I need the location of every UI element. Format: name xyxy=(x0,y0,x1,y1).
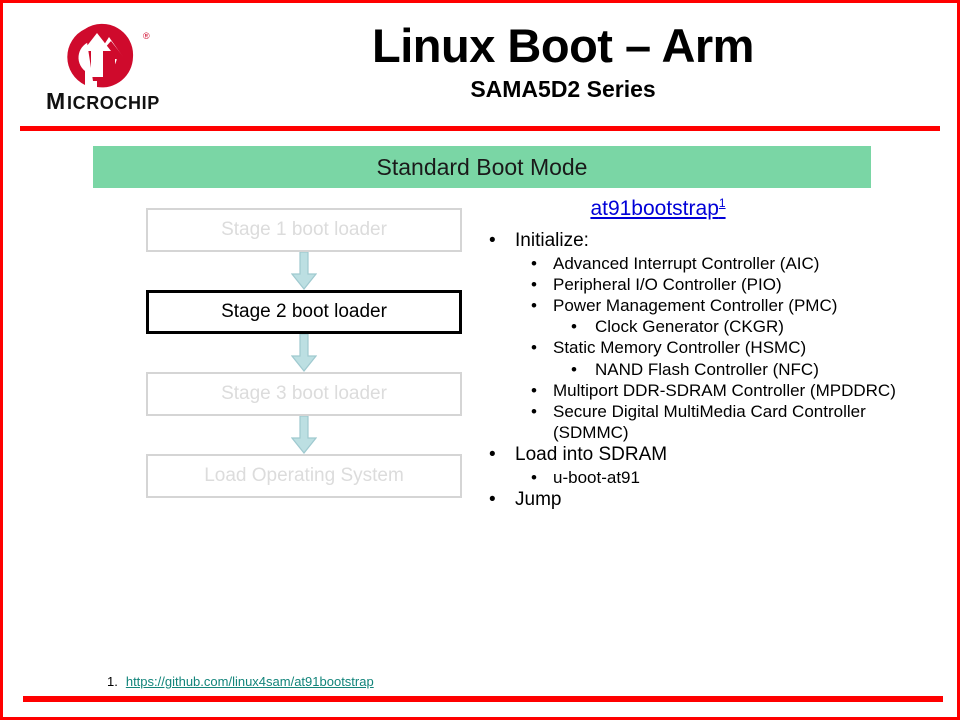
microchip-logo: ® M ICROCHIP xyxy=(45,21,185,116)
flow-box-label: Stage 3 boot loader xyxy=(221,383,387,404)
list-item: Power Management Controller (PMC) Clock … xyxy=(515,295,903,337)
down-arrow-icon xyxy=(291,334,317,372)
flow-arrow-2 xyxy=(146,334,462,372)
bullet-text: Initialize: xyxy=(515,229,903,252)
svg-text:®: ® xyxy=(143,31,150,41)
boot-stage-flowchart: Stage 1 boot loader Stage 2 boot loader … xyxy=(146,208,462,498)
list-item: Initialize: Advanced Interrupt Controlle… xyxy=(473,229,903,443)
bullet-text: Advanced Interrupt Controller (AIC) xyxy=(553,253,903,274)
bullet-text: Power Management Controller (PMC) xyxy=(553,295,903,316)
bullet-text: NAND Flash Controller (NFC) xyxy=(595,359,903,380)
at91bootstrap-link-label: at91bootstrap xyxy=(590,197,719,220)
flow-box-label: Stage 2 boot loader xyxy=(221,301,387,322)
bullet-text: u-boot-at91 xyxy=(553,467,903,488)
footnote-link[interactable]: https://github.com/linux4sam/at91bootstr… xyxy=(125,674,374,689)
detail-bullet-sublist: u-boot-at91 xyxy=(515,467,903,488)
boot-mode-banner: Standard Boot Mode xyxy=(93,146,871,188)
bullet-text: Multiport DDR-SDRAM Controller (MPDDRC) xyxy=(553,380,903,401)
footnote: 1. https://github.com/linux4sam/at91boot… xyxy=(107,674,374,689)
boot-mode-banner-label: Standard Boot Mode xyxy=(376,153,588,180)
list-item: Clock Generator (CKGR) xyxy=(553,316,903,337)
down-arrow-icon xyxy=(291,252,317,290)
flow-box-stage-1[interactable]: Stage 1 boot loader xyxy=(146,208,462,252)
bullet-text: Jump xyxy=(515,488,903,511)
flow-box-load-os[interactable]: Load Operating System xyxy=(146,454,462,498)
footnote-number: 1. xyxy=(107,674,118,689)
detail-bullet-sublist: NAND Flash Controller (NFC) xyxy=(553,359,903,380)
flow-box-label: Stage 1 boot loader xyxy=(221,219,387,240)
list-item: Jump xyxy=(473,488,903,511)
flow-box-label: Load Operating System xyxy=(204,465,404,486)
list-item: Multiport DDR-SDRAM Controller (MPDDRC) xyxy=(515,380,903,401)
page-title: Linux Boot – Arm xyxy=(372,19,754,72)
bullet-text: Static Memory Controller (HSMC) xyxy=(553,337,903,358)
list-item: Static Memory Controller (HSMC) NAND Fla… xyxy=(515,337,903,379)
bullet-text: Secure Digital MultiMedia Card Controlle… xyxy=(553,401,903,443)
detail-bullet-sublist: Advanced Interrupt Controller (AIC) Peri… xyxy=(515,253,903,443)
title-block: Linux Boot – Arm SAMA5D2 Series xyxy=(213,21,913,103)
svg-text:ICROCHIP: ICROCHIP xyxy=(67,93,160,113)
flow-arrow-1 xyxy=(146,252,462,290)
detail-bullet-list: Initialize: Advanced Interrupt Controlle… xyxy=(473,229,903,511)
list-item: Peripheral I/O Controller (PIO) xyxy=(515,274,903,295)
at91bootstrap-link[interactable]: at91bootstrap1 xyxy=(590,196,726,220)
stage-detail-panel: at91bootstrap1 Initialize: Advanced Inte… xyxy=(473,196,903,511)
flow-arrow-3 xyxy=(146,416,462,454)
footer-divider xyxy=(23,696,943,702)
list-item: NAND Flash Controller (NFC) xyxy=(553,359,903,380)
list-item: Load into SDRAM u-boot-at91 xyxy=(473,443,903,488)
list-item: Advanced Interrupt Controller (AIC) xyxy=(515,253,903,274)
bullet-text: Load into SDRAM xyxy=(515,443,903,466)
microchip-logo-icon: ® M ICROCHIP xyxy=(46,23,160,114)
bullet-text: Peripheral I/O Controller (PIO) xyxy=(553,274,903,295)
detail-bullet-sublist: Clock Generator (CKGR) xyxy=(553,316,903,337)
flow-box-stage-2[interactable]: Stage 2 boot loader xyxy=(146,290,462,334)
down-arrow-icon xyxy=(291,416,317,454)
bullet-text: Clock Generator (CKGR) xyxy=(595,316,903,337)
list-item: Secure Digital MultiMedia Card Controlle… xyxy=(515,401,903,443)
at91bootstrap-link-superscript: 1 xyxy=(718,196,726,210)
page-subtitle: SAMA5D2 Series xyxy=(470,76,656,103)
svg-text:M: M xyxy=(46,88,66,114)
bootstrap-link-wrap: at91bootstrap1 xyxy=(483,196,833,221)
header-divider xyxy=(20,126,940,131)
list-item: u-boot-at91 xyxy=(515,467,903,488)
flow-box-stage-3[interactable]: Stage 3 boot loader xyxy=(146,372,462,416)
